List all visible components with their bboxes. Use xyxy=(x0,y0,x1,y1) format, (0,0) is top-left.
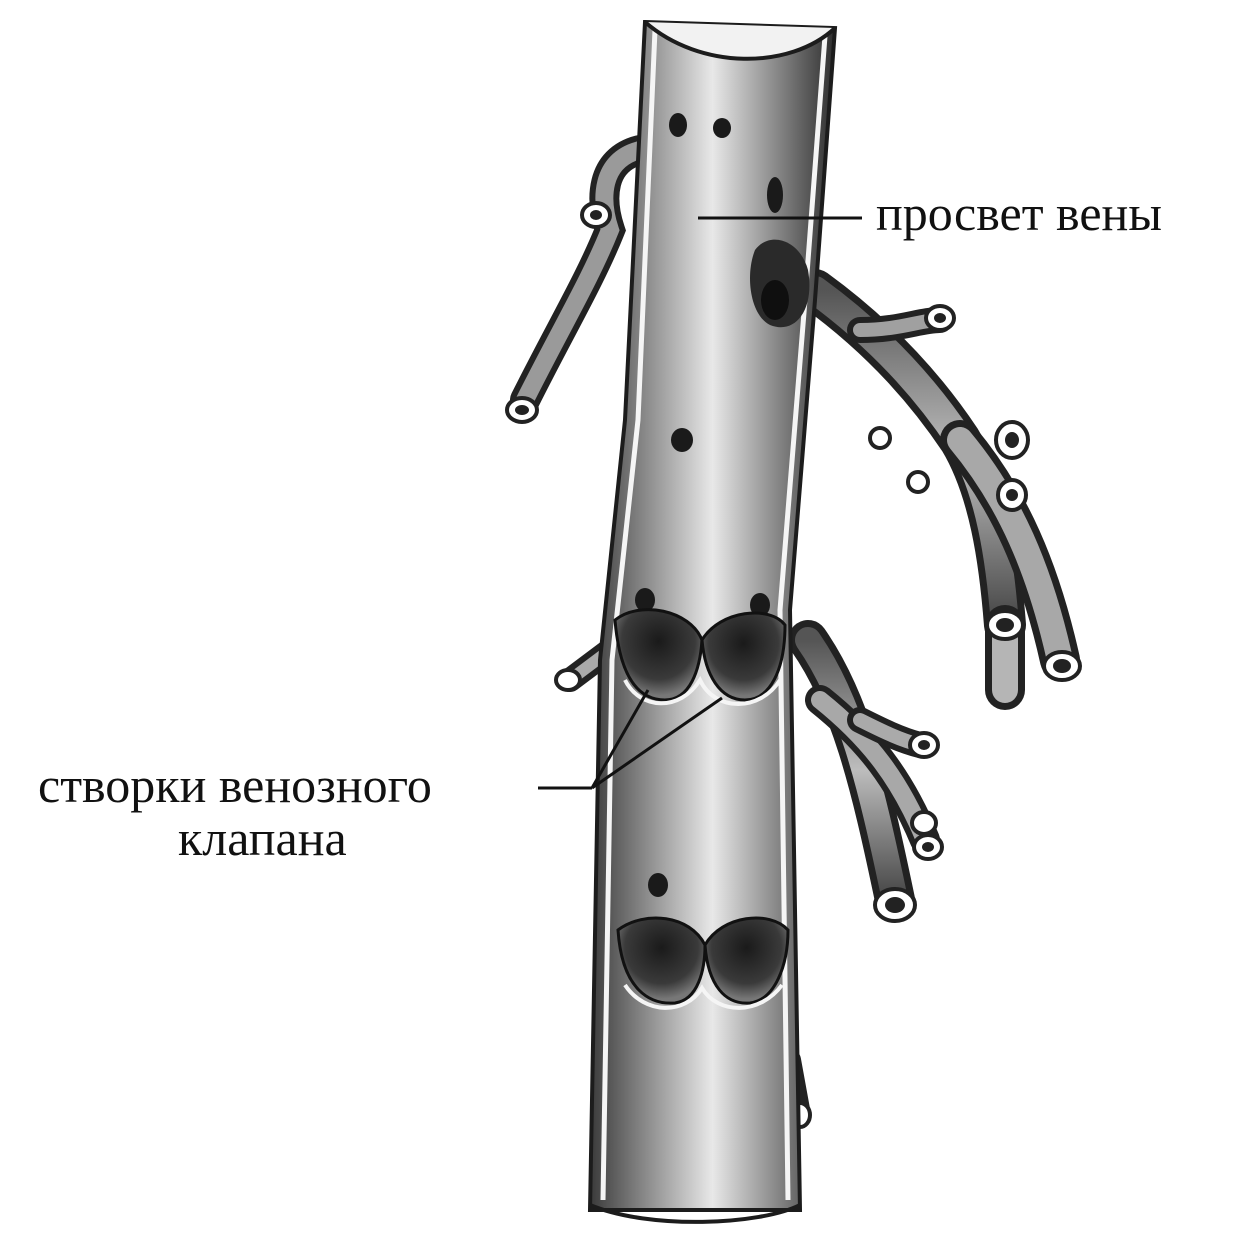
leader-lines xyxy=(538,216,862,790)
leader-valve-cusp-right xyxy=(591,696,723,790)
label-valve-cusps-line1: створки венозного xyxy=(38,757,432,813)
branch-right-lower xyxy=(788,620,944,923)
label-valve-cusps-line2: клапана xyxy=(178,810,347,866)
branch-left-upper xyxy=(505,135,655,424)
valve-cusps-lower xyxy=(616,916,790,1010)
branch-right-upper xyxy=(794,269,1082,710)
tributary-openings xyxy=(635,113,810,897)
valve-cusps-upper xyxy=(613,608,787,706)
label-vein-lumen: просвет вены xyxy=(876,185,1162,241)
leader-valve-cusp-left xyxy=(590,689,650,789)
